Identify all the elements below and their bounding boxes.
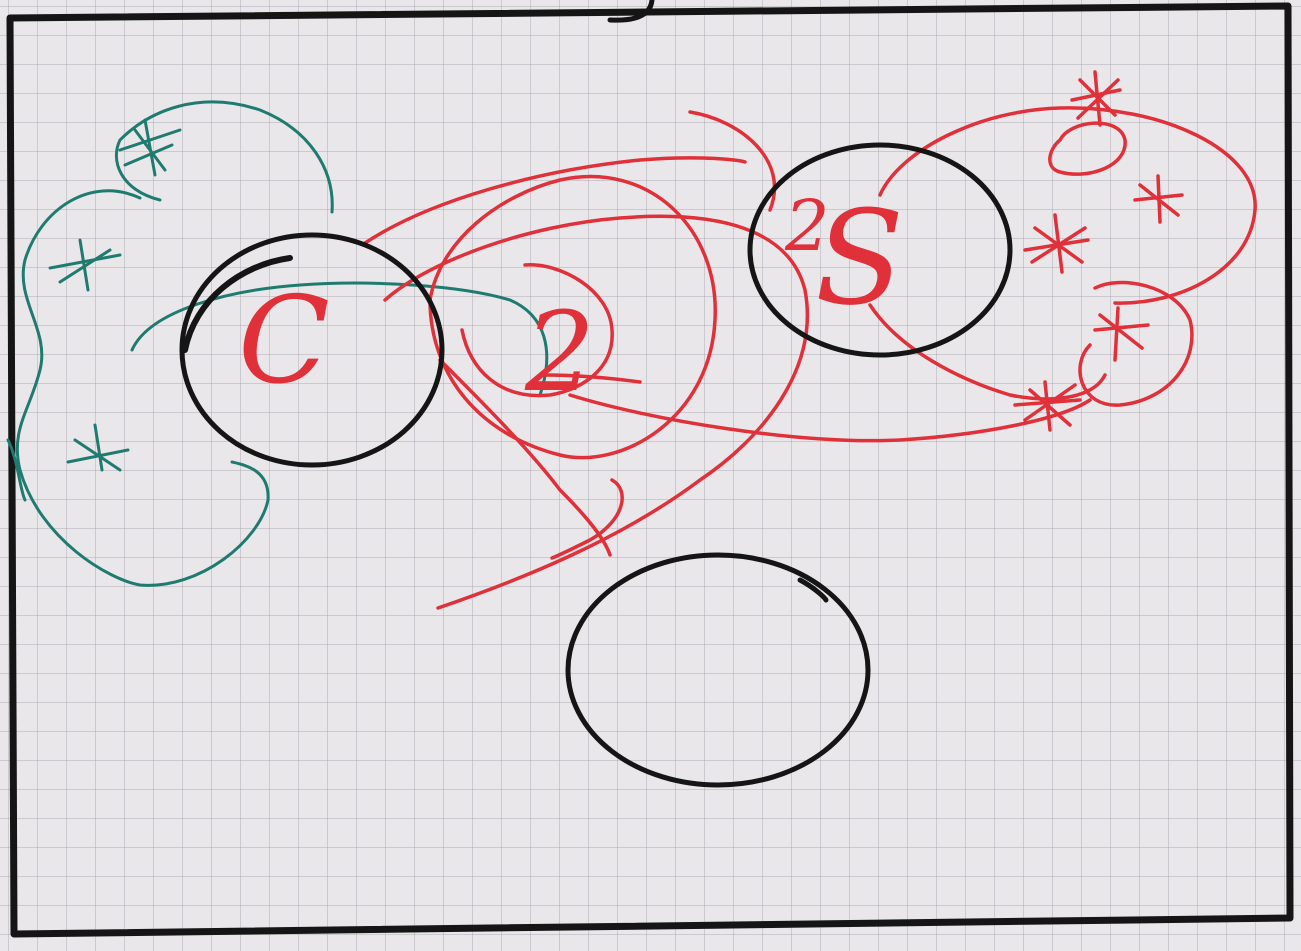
red-star-marks bbox=[1015, 72, 1182, 430]
green-star-marks bbox=[50, 120, 180, 470]
circle-empty bbox=[568, 555, 868, 785]
label-c: C bbox=[238, 272, 330, 411]
green-star-mid bbox=[50, 240, 120, 290]
green-star-top bbox=[120, 120, 180, 175]
red-star-4 bbox=[1095, 308, 1148, 360]
red-star-3 bbox=[1025, 215, 1088, 272]
red-loop-network bbox=[365, 108, 1255, 608]
red-star-1 bbox=[1072, 72, 1120, 125]
green-star-low bbox=[68, 425, 128, 470]
label-2-small: 2 bbox=[784, 185, 830, 267]
sheet-border bbox=[10, 6, 1290, 934]
label-2-middle: 2 bbox=[524, 288, 595, 416]
red-star-2 bbox=[1135, 176, 1182, 222]
